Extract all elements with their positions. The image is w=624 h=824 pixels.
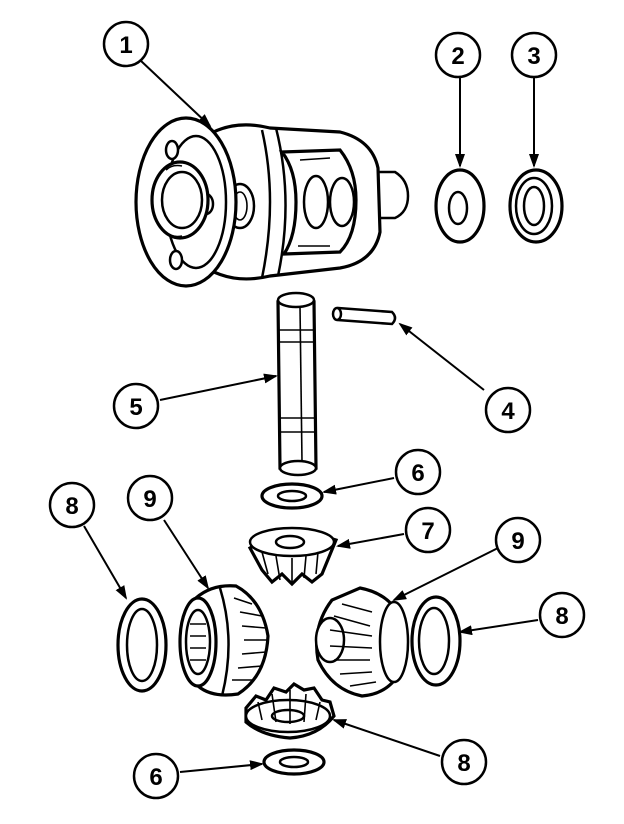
svg-text:7: 7 — [421, 518, 434, 545]
side-washer-8-right — [410, 595, 462, 687]
callout-4: 4 — [484, 386, 532, 434]
pinion-shaft-5 — [276, 291, 318, 477]
svg-text:9: 9 — [143, 486, 156, 513]
leader-1 — [139, 59, 212, 128]
side-washer-8-left — [116, 597, 168, 693]
leader-6a — [322, 477, 395, 495]
callout-1: 1 — [102, 20, 150, 68]
side-gear-9-right — [314, 586, 410, 698]
leader-7 — [336, 533, 405, 549]
callout-6-top: 6 — [394, 448, 442, 496]
callout-9-right: 9 — [494, 516, 542, 564]
leader-9b — [392, 547, 499, 601]
leader-8a — [83, 525, 128, 600]
svg-text:4: 4 — [501, 398, 515, 425]
callout-7: 7 — [404, 506, 452, 554]
pinion-washer-6-bottom — [262, 748, 326, 776]
leader-4 — [398, 322, 485, 391]
leader-9a — [163, 519, 210, 590]
side-gear-9-left — [178, 584, 270, 697]
callout-5: 5 — [112, 382, 160, 430]
leader-5 — [159, 373, 278, 401]
differential-case — [134, 116, 410, 288]
callout-2: 2 — [434, 31, 482, 79]
leader-arrows — [83, 59, 539, 773]
svg-text:1: 1 — [119, 32, 132, 59]
callout-8-right: 8 — [538, 591, 586, 639]
pinion-washer-6-top — [260, 482, 324, 510]
callout-6-bottom: 6 — [132, 752, 180, 800]
leader-8b — [458, 619, 539, 636]
pinion-gear-8-bottom — [244, 681, 336, 740]
callout-8-left: 8 — [48, 481, 96, 529]
callout-9-left: 9 — [126, 474, 174, 522]
pinion-gear-7 — [247, 526, 339, 587]
svg-text:5: 5 — [129, 394, 142, 421]
leader-8c — [332, 719, 441, 757]
svg-text:2: 2 — [451, 43, 464, 70]
lock-pin-4 — [331, 306, 397, 326]
svg-text:6: 6 — [411, 460, 424, 487]
svg-text:8: 8 — [65, 493, 78, 520]
svg-text:3: 3 — [527, 43, 540, 70]
leader-6b — [179, 760, 264, 773]
thrust-washer-2 — [434, 168, 486, 244]
svg-text:6: 6 — [149, 764, 162, 791]
callout-3: 3 — [510, 31, 558, 79]
svg-text:9: 9 — [511, 528, 524, 555]
svg-text:8: 8 — [555, 603, 568, 630]
ring-washer-3 — [508, 168, 564, 244]
callout-8-bottom: 8 — [440, 738, 488, 786]
svg-text:8: 8 — [457, 750, 470, 777]
